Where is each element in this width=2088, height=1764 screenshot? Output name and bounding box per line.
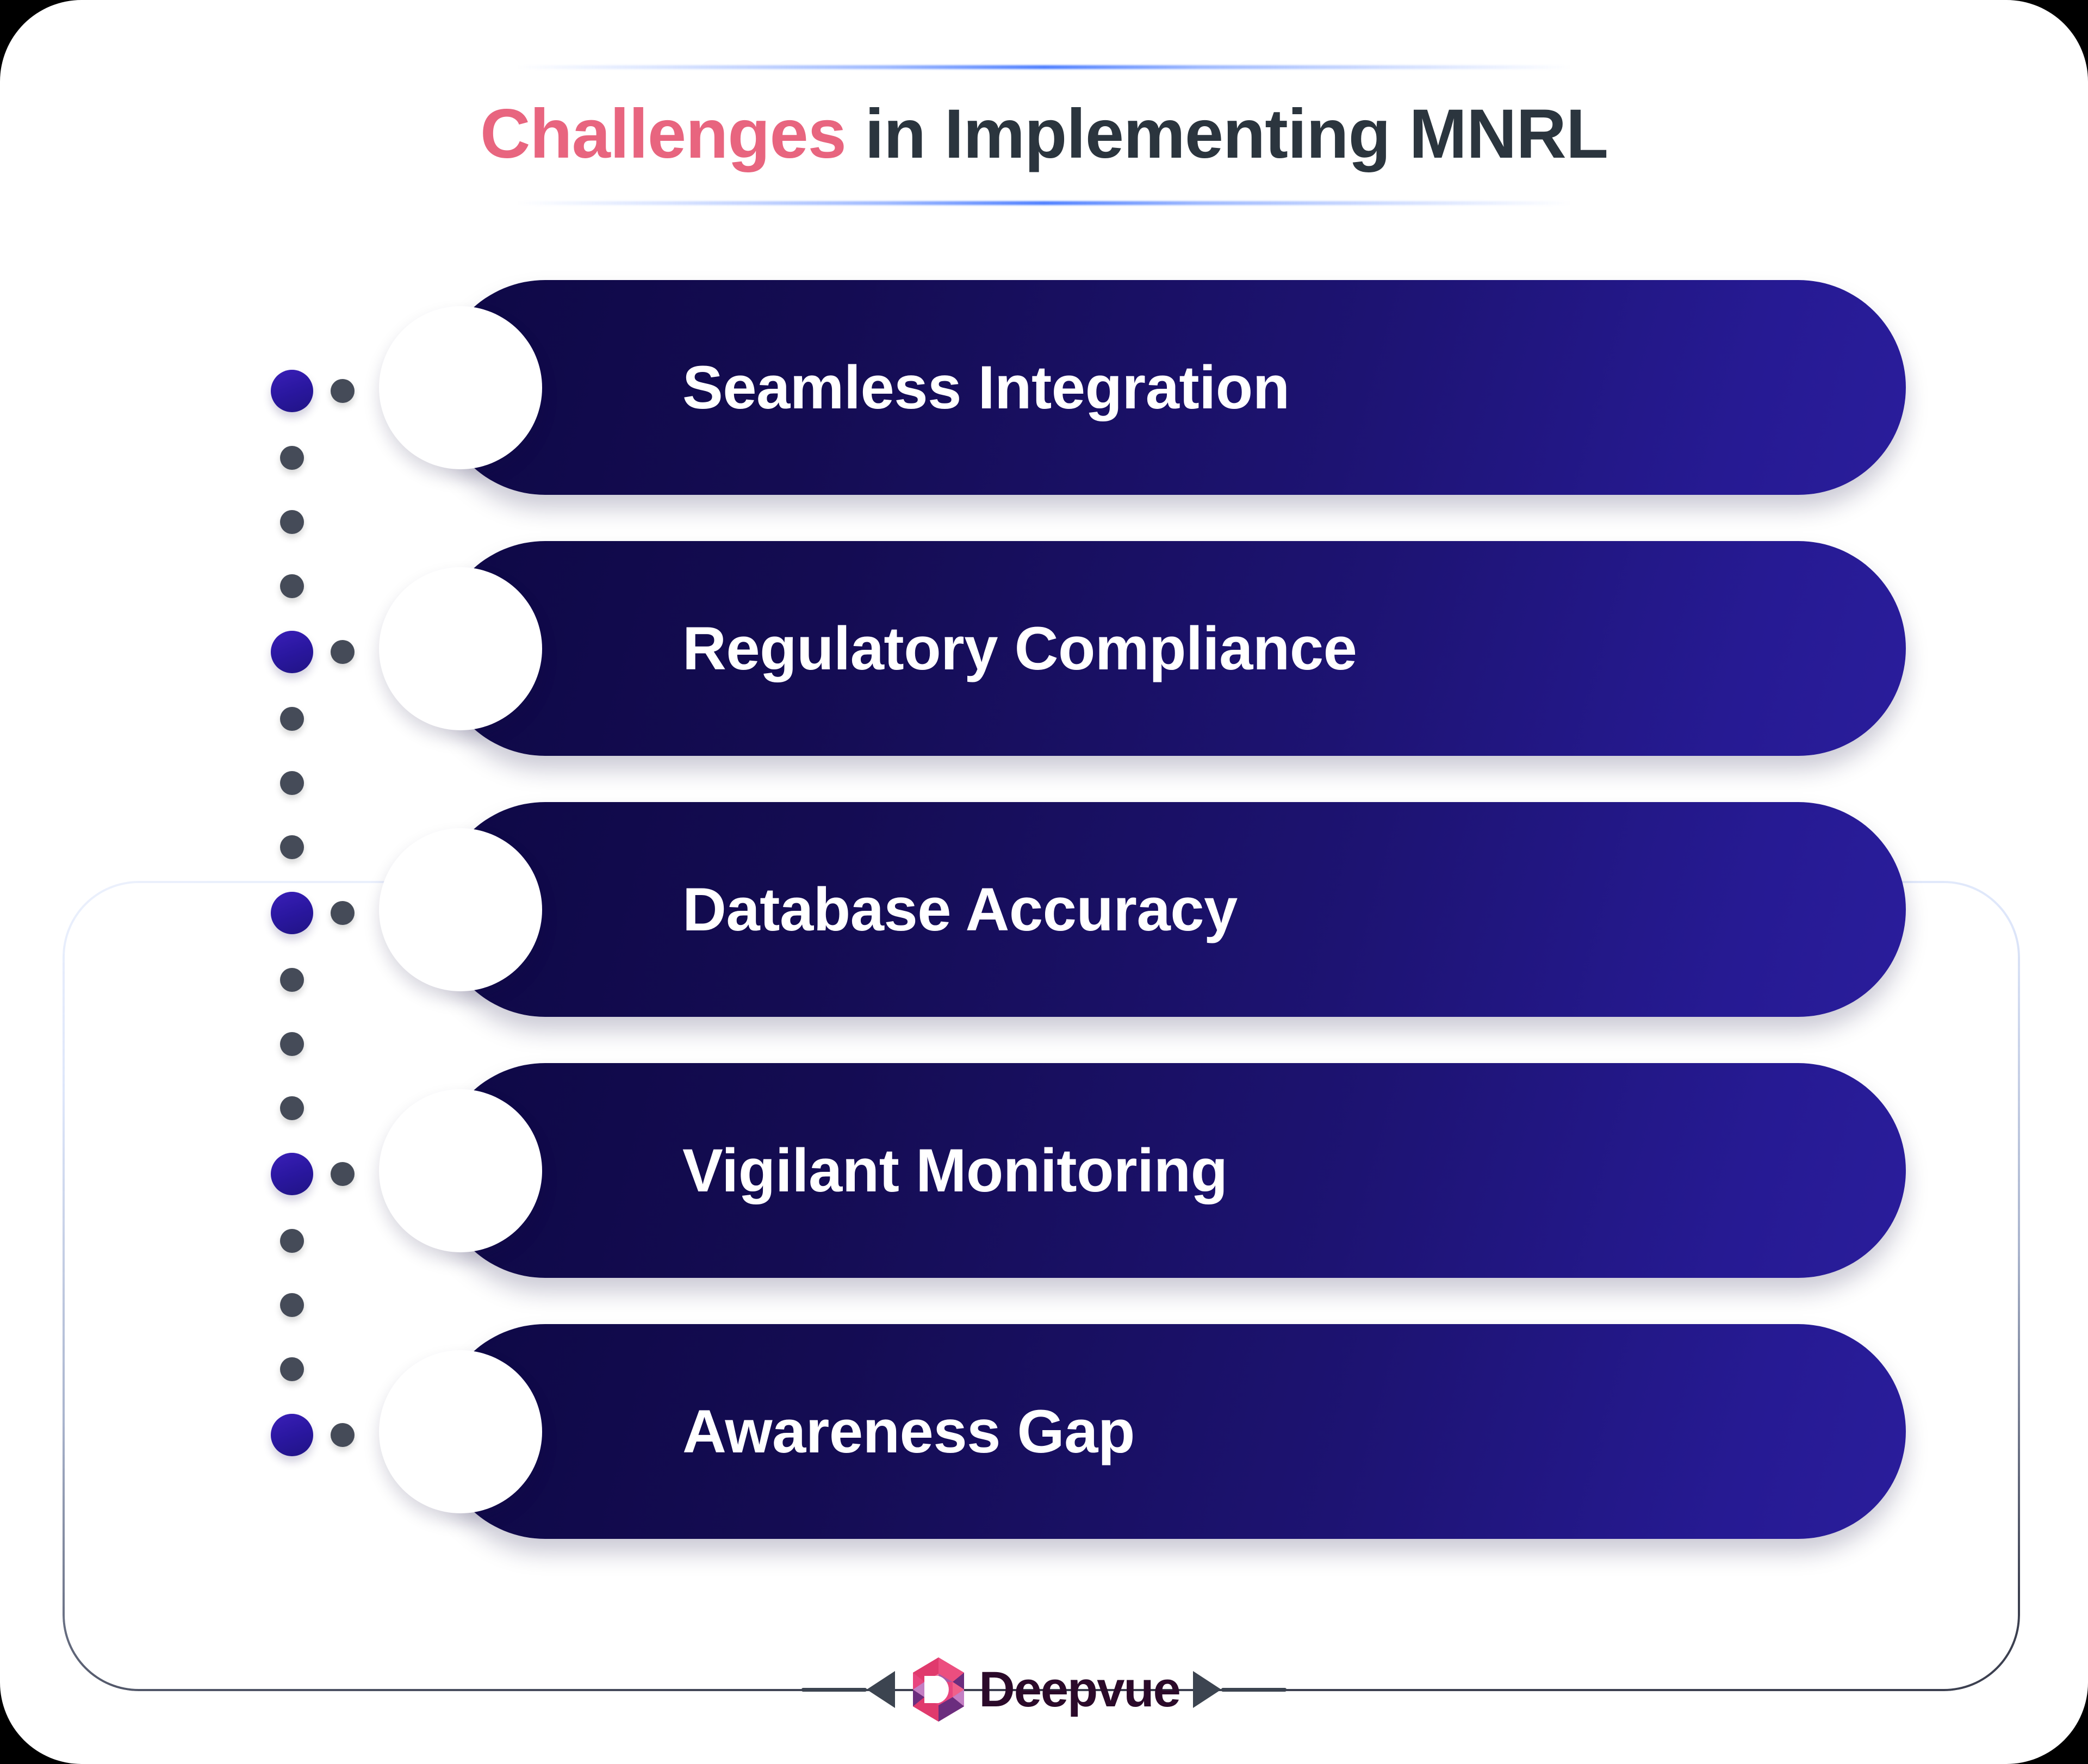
timeline-dot-3c — [280, 1096, 304, 1120]
pill-knob-circle — [379, 567, 542, 730]
divider-bottom — [517, 201, 1571, 206]
timeline-marker-3 — [271, 892, 313, 934]
timeline-marker-1 — [271, 370, 313, 412]
timeline-marker-side-4 — [331, 1162, 355, 1186]
pill-knob-circle — [379, 828, 542, 991]
deepvue-wordmark: Deepvue — [979, 1662, 1180, 1717]
pill-knob-circle — [379, 306, 542, 469]
footer-rule-left — [801, 1687, 867, 1692]
timeline-rail — [271, 370, 380, 1490]
timeline-dot-1b — [280, 510, 304, 534]
timeline-marker-4 — [271, 1153, 313, 1195]
timeline-dot-1c — [280, 574, 304, 598]
page-title-accent: Challenges — [480, 95, 847, 173]
page-title: Challenges in Implementing MNRL — [480, 94, 1608, 174]
list-item[interactable]: Seamless Integration — [379, 280, 1906, 495]
list-item[interactable]: Database Accuracy — [379, 802, 1906, 1017]
timeline-marker-5 — [271, 1414, 313, 1456]
challenge-label: Database Accuracy — [682, 875, 1238, 943]
timeline-dot-2c — [280, 835, 304, 859]
challenge-label: Seamless Integration — [682, 353, 1290, 421]
timeline-dot-3a — [280, 968, 304, 992]
timeline-marker-2 — [271, 631, 313, 673]
challenge-pill[interactable]: Awareness Gap — [438, 1324, 1906, 1539]
challenge-label: Vigilant Monitoring — [682, 1136, 1228, 1204]
divider-top — [517, 65, 1571, 69]
footer-brand-bar: Deepvue — [0, 1657, 2088, 1722]
timeline-dot-2b — [280, 771, 304, 795]
deepvue-logo[interactable]: Deepvue — [908, 1657, 1181, 1722]
timeline-marker-side-1 — [331, 379, 355, 403]
deepvue-gem-icon — [913, 1657, 965, 1722]
timeline-dot-4c — [280, 1357, 304, 1381]
challenge-pill[interactable]: Regulatory Compliance — [438, 541, 1906, 756]
list-item[interactable]: Regulatory Compliance — [379, 541, 1906, 756]
timeline-marker-side-5 — [331, 1423, 355, 1447]
challenge-label: Awareness Gap — [682, 1397, 1135, 1465]
challenge-pill[interactable]: Seamless Integration — [438, 280, 1906, 495]
timeline-dot-1a — [280, 446, 304, 470]
footer-rule-right — [1221, 1687, 1287, 1692]
challenge-label: Regulatory Compliance — [682, 614, 1357, 682]
timeline-marker-side-3 — [331, 901, 355, 925]
timeline-dot-4a — [280, 1229, 304, 1253]
timeline-marker-side-2 — [331, 640, 355, 664]
pill-knob-circle — [379, 1089, 542, 1252]
timeline-dot-4b — [280, 1293, 304, 1317]
triangle-left-icon — [867, 1671, 896, 1708]
page-title-rest: in Implementing MNRL — [846, 95, 1608, 173]
list-item[interactable]: Awareness Gap — [379, 1324, 1906, 1539]
timeline-dot-2a — [280, 707, 304, 731]
pill-knob-circle — [379, 1350, 542, 1513]
timeline-dot-3b — [280, 1032, 304, 1056]
triangle-right-icon — [1192, 1671, 1221, 1708]
challenge-pill[interactable]: Vigilant Monitoring — [438, 1063, 1906, 1278]
challenge-pill[interactable]: Database Accuracy — [438, 802, 1906, 1017]
header-block: Challenges in Implementing MNRL — [0, 65, 2088, 206]
list-item[interactable]: Vigilant Monitoring — [379, 1063, 1906, 1278]
